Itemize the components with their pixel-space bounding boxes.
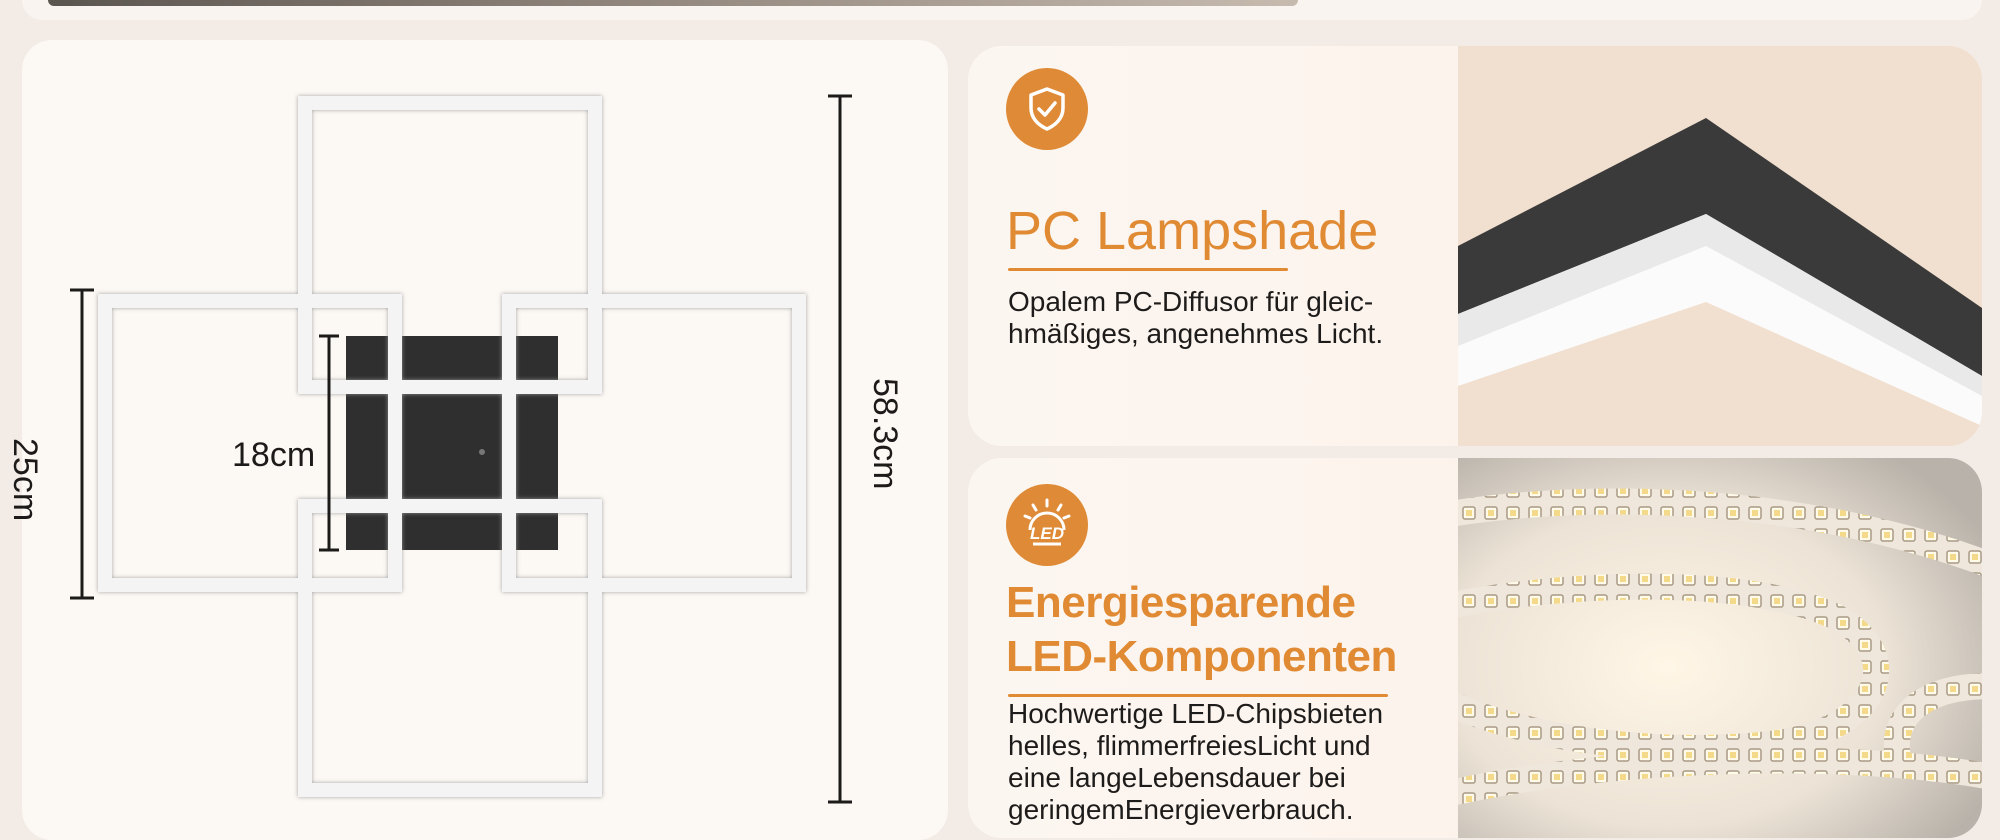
lamp-frame-top xyxy=(298,96,602,394)
lamp-frame-left xyxy=(98,294,402,592)
title-underline xyxy=(1008,694,1388,697)
lamp-frame-bottom xyxy=(298,499,602,797)
feature-title: PC Lampshade xyxy=(1006,201,1379,261)
lamp-base-screw xyxy=(479,449,485,455)
feature-title: Energiesparende LED-Komponenten xyxy=(1006,578,1397,681)
feature-card-lampshade: PC Lampshade Opalem PC-Diffusor für glei… xyxy=(968,46,1982,446)
top-banner-image-edge xyxy=(48,0,1298,6)
feature-card-led: LED Energiesparende LED-Komponenten Hoch… xyxy=(968,458,1982,838)
feature-description: Hochwertige LED-Chipsbieten helles, flim… xyxy=(1008,698,1384,825)
shield-check-icon xyxy=(1006,68,1088,150)
led-bulb-icon: LED xyxy=(1006,484,1088,566)
lamp-base-plate xyxy=(346,336,558,550)
dimension-label-25cm: 25cm xyxy=(6,438,44,522)
led-icon-text: LED xyxy=(1030,524,1064,543)
feature-description: Opalem PC-Diffusor für gleic- hmäßiges, … xyxy=(1008,286,1384,349)
dimension-panel: 25cm 58.3cm 18cm xyxy=(6,40,948,840)
dimension-label-58cm: 58.3cm xyxy=(866,378,904,490)
dimension-line-25cm xyxy=(70,288,94,600)
title-underline xyxy=(1008,268,1288,271)
dimension-label-18cm: 18cm xyxy=(232,436,316,474)
lampshade-photo xyxy=(1458,46,1982,446)
led-strip-photo xyxy=(1458,458,1982,838)
dimension-line-58cm xyxy=(828,94,852,804)
dimension-line-18cm xyxy=(319,334,339,552)
lamp-dimension-drawing xyxy=(70,94,852,804)
lamp-frame-right xyxy=(502,294,806,592)
